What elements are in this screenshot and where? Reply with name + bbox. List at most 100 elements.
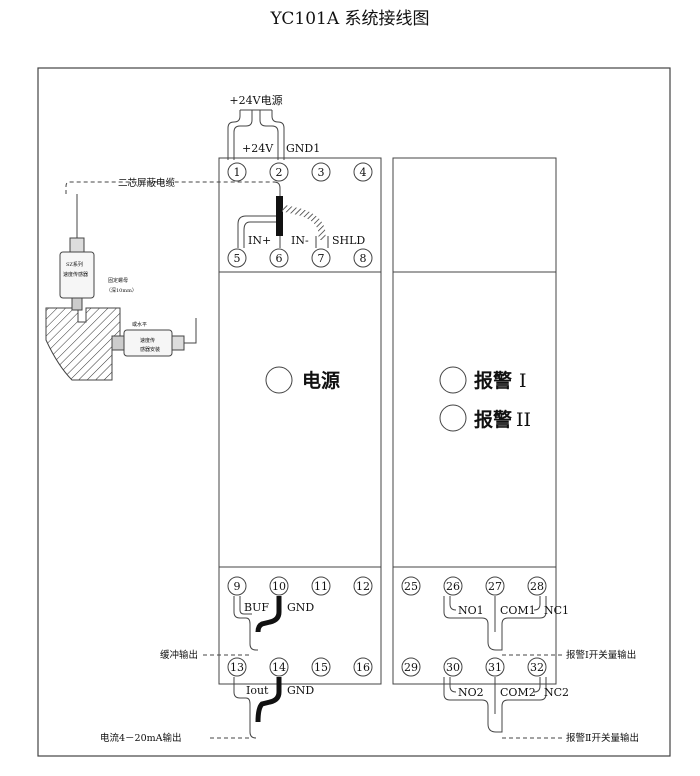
power-supply-label: +24V电源 — [229, 93, 282, 107]
horizontal-sensor-nut — [111, 335, 125, 351]
left-module-body — [218, 157, 382, 685]
terminal-circle — [485, 657, 505, 677]
com2-label: COM2 — [500, 686, 536, 699]
nc2-wire-b — [501, 677, 547, 714]
alarm1-indicator-label: 报警 — [474, 369, 512, 392]
terminal-label: 28 — [530, 580, 544, 593]
iout-output-wiring — [210, 677, 282, 739]
alarm1-bundle — [487, 632, 503, 651]
buf-output-wiring — [203, 596, 282, 656]
terminal-circle — [311, 657, 331, 677]
shielded-cable-label: 二芯屏蔽电缆 — [118, 177, 176, 189]
terminal-circle — [401, 657, 421, 677]
wire-in-plus — [237, 215, 276, 248]
terminal-circle — [227, 657, 247, 677]
alarm2-bundle — [487, 714, 503, 733]
terminal-circle — [227, 248, 247, 268]
buf-wire-left-inner — [239, 596, 252, 615]
com1-label: COM1 — [500, 604, 536, 617]
horizontal-level-label: 或水平 — [132, 321, 147, 328]
terminals-bottom-right: 25 26 27 28 29 30 31 32 — [401, 576, 547, 677]
terminal-label: 7 — [318, 252, 325, 265]
in-plus-label: IN+ — [248, 234, 271, 247]
nc1-label: NC1 — [544, 604, 569, 617]
iout-wire-join — [249, 722, 257, 739]
terminal-label: 15 — [314, 661, 328, 674]
alarm2-output-label: 报警Ⅱ开关量输出 — [566, 732, 639, 744]
terminal-label: 6 — [276, 252, 283, 265]
vertical-sensor-connector — [69, 237, 85, 253]
shld-label: SHLD — [332, 234, 365, 247]
horizontal-sensor-line1: 速度传 — [140, 337, 155, 344]
alarm1-level-label: I — [519, 370, 527, 392]
no2-label: NO2 — [458, 686, 484, 699]
nc1-wire-b — [501, 596, 547, 632]
diagram-title: YC101A 系统接线图 — [269, 9, 429, 29]
terminal-circle — [311, 576, 331, 596]
nc2-label: NC2 — [544, 686, 569, 699]
terminal-label: 31 — [488, 661, 502, 674]
power-wire-outer-left — [227, 110, 241, 160]
cable-entry — [273, 181, 281, 196]
pin-24v-label: +24V — [242, 142, 274, 155]
fixing-nut-line2: （深10mm） — [106, 287, 137, 294]
cable-black-core — [276, 196, 283, 236]
no2-wire-b — [443, 677, 489, 714]
terminal-circle — [227, 162, 247, 182]
alarm1-relay-wiring — [443, 596, 565, 656]
alarm2-indicator-label: 报警 — [474, 408, 512, 431]
buf-wire-gnd-black — [255, 596, 282, 633]
terminal-circle — [269, 657, 289, 677]
sensor-cable-wiring — [65, 181, 329, 248]
in-minus-label: IN- — [291, 234, 309, 247]
no1-wire-a — [449, 596, 457, 611]
terminal-label: 32 — [530, 661, 544, 674]
terminal-label: 16 — [356, 661, 370, 674]
no2-wire-a — [449, 677, 457, 693]
wire-shield — [315, 236, 329, 248]
terminal-circle — [353, 576, 373, 596]
buf-wire-join — [249, 634, 258, 651]
power-wire-plus — [233, 110, 253, 160]
power-indicator-label: 电源 — [302, 369, 340, 392]
right-module-body — [392, 157, 557, 685]
horizontal-sensor-line2: 感器安装 — [140, 346, 160, 353]
nc1-wire-a — [533, 596, 541, 611]
mounting-bracket-hatched — [45, 307, 121, 381]
iout-wire-left — [233, 677, 251, 722]
terminals-bottom-left: 9 10 11 12 13 14 15 16 — [227, 576, 373, 677]
shielded-cable-dashed — [65, 181, 274, 194]
terminal-circle — [443, 657, 463, 677]
terminal-label: 29 — [404, 661, 418, 674]
alarm2-level-label: II — [516, 409, 531, 431]
sensor-name-line2: 速度传感器 — [63, 271, 88, 278]
terminal-circle — [527, 657, 547, 677]
power-indicator: 电源 — [265, 366, 340, 394]
alarm2-indicator: 报警 II — [439, 404, 531, 432]
terminal-circle — [353, 248, 373, 268]
terminal-label: 13 — [230, 661, 244, 674]
terminal-circle — [269, 162, 289, 182]
terminal-label: 10 — [272, 580, 286, 593]
terminal-label: 8 — [360, 252, 367, 265]
buf-label: BUF — [244, 601, 269, 614]
no1-wire-b — [443, 596, 489, 632]
iout-wire-gnd-black — [255, 677, 282, 723]
buf-gnd-label: GND — [287, 601, 314, 614]
terminal-circle — [353, 162, 373, 182]
terminal-circle — [227, 576, 247, 596]
alarm2-relay-wiring — [443, 677, 565, 739]
wire-in-plus-outer — [243, 221, 276, 248]
terminal-label: 5 — [234, 252, 241, 265]
power-led-icon — [265, 366, 293, 394]
right-module — [392, 157, 557, 685]
fixing-nut-line1: 固定螺母 — [108, 277, 128, 284]
terminal-label: 4 — [360, 166, 367, 179]
alarm1-indicator: 报警 I — [439, 366, 527, 394]
buf-wire-left — [233, 596, 251, 634]
terminal-circle — [353, 657, 373, 677]
terminal-label: 2 — [276, 166, 283, 179]
terminal-circle — [485, 576, 505, 596]
terminal-label: 9 — [234, 580, 241, 593]
